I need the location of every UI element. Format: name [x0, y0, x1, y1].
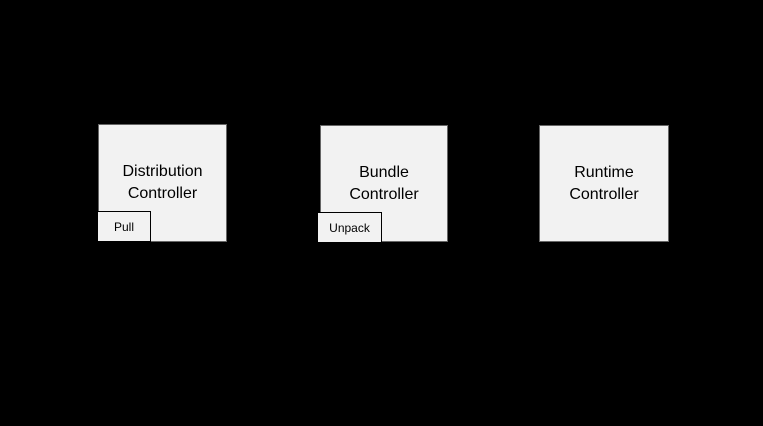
node-distribution-controller-label: Distribution Controller [122, 163, 203, 202]
sub-node-unpack-label: Unpack [329, 220, 370, 235]
node-bundle-controller-label: Bundle Controller [349, 163, 419, 203]
node-runtime-controller: Runtime Controller [539, 125, 669, 242]
sub-node-pull: Pull [97, 211, 151, 242]
sub-node-pull-label: Pull [113, 219, 134, 234]
sub-node-unpack: Unpack [317, 212, 382, 243]
node-runtime-controller-label: Runtime Controller [569, 163, 639, 203]
